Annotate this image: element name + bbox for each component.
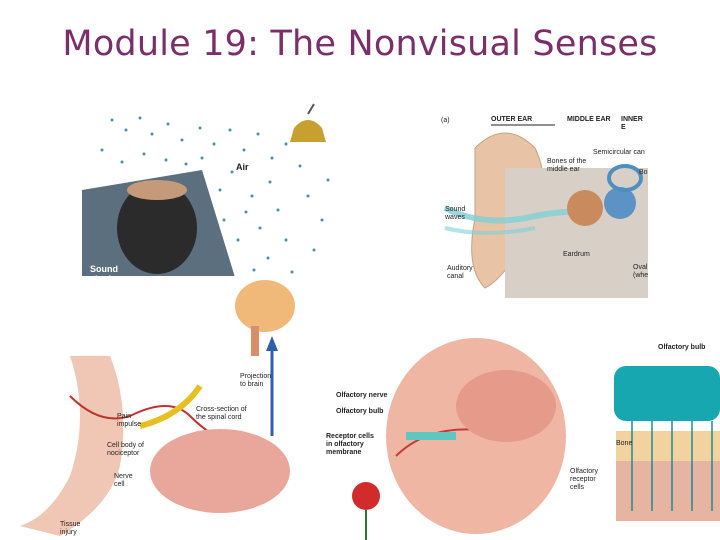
inner-ear-label: INNER E — [621, 116, 643, 131]
sound-localization-illustration: Air Sound shadow — [82, 100, 342, 300]
tissue-injury-label: Tissue injury — [60, 521, 81, 536]
olfactory-receptor-label: Olfactory receptor cells — [570, 468, 599, 491]
olfactory-bulb-right-label: Olfactory bulb — [658, 344, 706, 351]
ear-diagram: (a) OUTER EAR MIDDLE EAR INNER E Semicir… — [435, 108, 648, 310]
cross-section-label: Cross-section of the spinal cord — [196, 406, 247, 421]
ear-anatomy-graphic — [435, 108, 648, 310]
olfactory-nerve-label: Olfactory nerve — [336, 392, 388, 399]
pain-pathway-graphic — [10, 276, 316, 540]
middle-ear-label: MIDDLE EAR — [567, 116, 611, 123]
bones-label: Bones of the middle ear — [547, 158, 587, 173]
pain-impulse-label: Pain impulse — [117, 413, 142, 428]
air-label: Air — [236, 162, 249, 172]
receptor-cells-label: Receptor cells in olfactory membrane — [326, 433, 374, 456]
sound-waves-graphic — [82, 100, 342, 300]
semicircular-label: Semicircular can — [593, 149, 645, 156]
eardrum-label: Eardrum — [563, 251, 590, 258]
cell-body-label: Cell body of nociceptor — [107, 442, 144, 457]
olfaction-illustration: Olfactory nerve Olfactory bulb Receptor … — [316, 336, 720, 540]
outer-ear-label: OUTER EAR — [491, 116, 533, 123]
panel-letter-label: (a) — [441, 117, 450, 124]
slide-title: Module 19: The Nonvisual Senses — [62, 24, 658, 64]
projection-label: Projection to brain — [240, 373, 272, 388]
bone-cut-label: Bo — [639, 169, 648, 176]
pain-pathway-illustration: Projection to brain Cross-section of the… — [10, 276, 316, 540]
oval-window-label: Oval (whe — [633, 264, 648, 279]
olfactory-bulb-label: Olfactory bulb — [336, 408, 384, 415]
nerve-cell-label: Nerve cell — [114, 473, 133, 488]
bone-label: Bone — [616, 440, 633, 447]
sound-waves-label: Sound waves — [445, 206, 466, 221]
auditory-canal-label: Auditory canal — [447, 265, 473, 280]
olfaction-graphic — [316, 336, 720, 540]
